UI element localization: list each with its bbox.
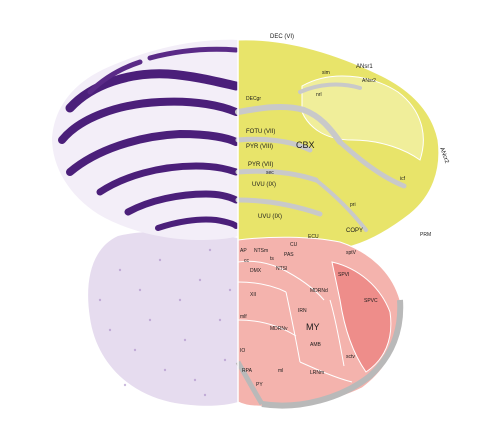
label-pyr8: PYR (VIII): [246, 144, 273, 150]
nissl-speckle-texture: [98, 248, 232, 397]
region-labels: DEC (VI) ANsr1 sim ANsr2 ANcr2 DECgr FOT…: [240, 34, 450, 388]
label-nrl: nrl: [316, 92, 322, 98]
spinal-trigeminal-region: [331, 261, 392, 373]
label-cbx: CBX: [296, 140, 315, 150]
nissl-folium-band: [58, 97, 240, 144]
cerebellar-white-matter: [314, 178, 368, 232]
label-pyr7: PYR (VII): [248, 162, 273, 168]
label-dec: DEC (VI): [270, 34, 294, 40]
label-ansr2: ANsr2: [362, 78, 376, 84]
label-ntsl: NTSl: [276, 266, 287, 272]
label-ml: ml: [278, 368, 283, 374]
cerebellar-white-matter: [235, 197, 323, 217]
label-ecu: ECU: [308, 234, 319, 240]
label-lrnm: LRNm: [310, 370, 324, 376]
label-sec: sec: [266, 170, 274, 176]
cerebellar-white-matter: [337, 139, 407, 189]
cerebellar-white-matter: [235, 136, 313, 153]
label-prm: PRM: [420, 232, 431, 238]
label-mdrnd: MDRNd: [310, 288, 328, 294]
label-sim: sim: [322, 70, 330, 76]
label-ap: AP: [240, 248, 247, 254]
label-dmx: DMX: [250, 268, 262, 274]
label-decgr: DECgr: [246, 96, 261, 102]
atlas-annotated-half: [235, 38, 440, 409]
label-uvu9: UVU (IX): [252, 182, 276, 188]
cerebellar-white-matter: [235, 103, 343, 145]
label-ntsm: NTSm: [254, 248, 268, 254]
nissl-medulla-region: [88, 231, 238, 406]
cerebellar-white-matter: [235, 168, 319, 183]
label-spvi: SPVI: [338, 272, 349, 278]
label-cu: CU: [290, 242, 298, 248]
medulla-fiber-rim: [261, 299, 404, 409]
label-sptv: sptV: [346, 250, 357, 256]
label-icf: icf: [400, 176, 406, 182]
nissl-folium-band: [66, 129, 240, 176]
label-ancr2: ANcr2: [438, 147, 450, 165]
label-pri: pri: [350, 202, 356, 208]
cerebellum-lobule-light: [301, 75, 424, 161]
label-copy: COPY: [346, 228, 363, 234]
cerebellar-white-matter: [298, 82, 362, 94]
label-mdrnv: MDRNv: [270, 326, 288, 332]
nissl-folium-band: [87, 59, 143, 95]
medulla-fiber-rim: [235, 360, 265, 406]
label-irn: IRN: [298, 308, 307, 314]
label-uvu9b: UVU (IX): [258, 214, 282, 220]
label-io: IO: [240, 348, 245, 354]
nissl-folium-band: [147, 46, 239, 61]
nissl-stained-half: [52, 39, 241, 406]
label-xii: XII: [250, 292, 256, 298]
label-fotu: FOTU (VII): [246, 129, 275, 135]
label-ansr1: ANsr1: [356, 64, 373, 70]
label-mlf: mlf: [240, 314, 247, 320]
label-rpa: RPA: [242, 368, 253, 374]
label-amb: AMB: [310, 342, 322, 348]
nucleus-boundaries: [237, 260, 353, 383]
label-sctv: sctv: [346, 354, 355, 360]
label-cc: cc: [244, 258, 250, 264]
label-ts: ts: [270, 256, 274, 262]
label-py: PY: [256, 382, 263, 388]
label-my: MY: [306, 322, 320, 332]
nissl-folium-band: [155, 216, 239, 231]
nissl-folium-band: [124, 190, 240, 216]
nissl-folium-band: [96, 162, 240, 196]
label-pas: PAS: [284, 252, 294, 258]
label-spvc: SPVC: [364, 298, 378, 304]
